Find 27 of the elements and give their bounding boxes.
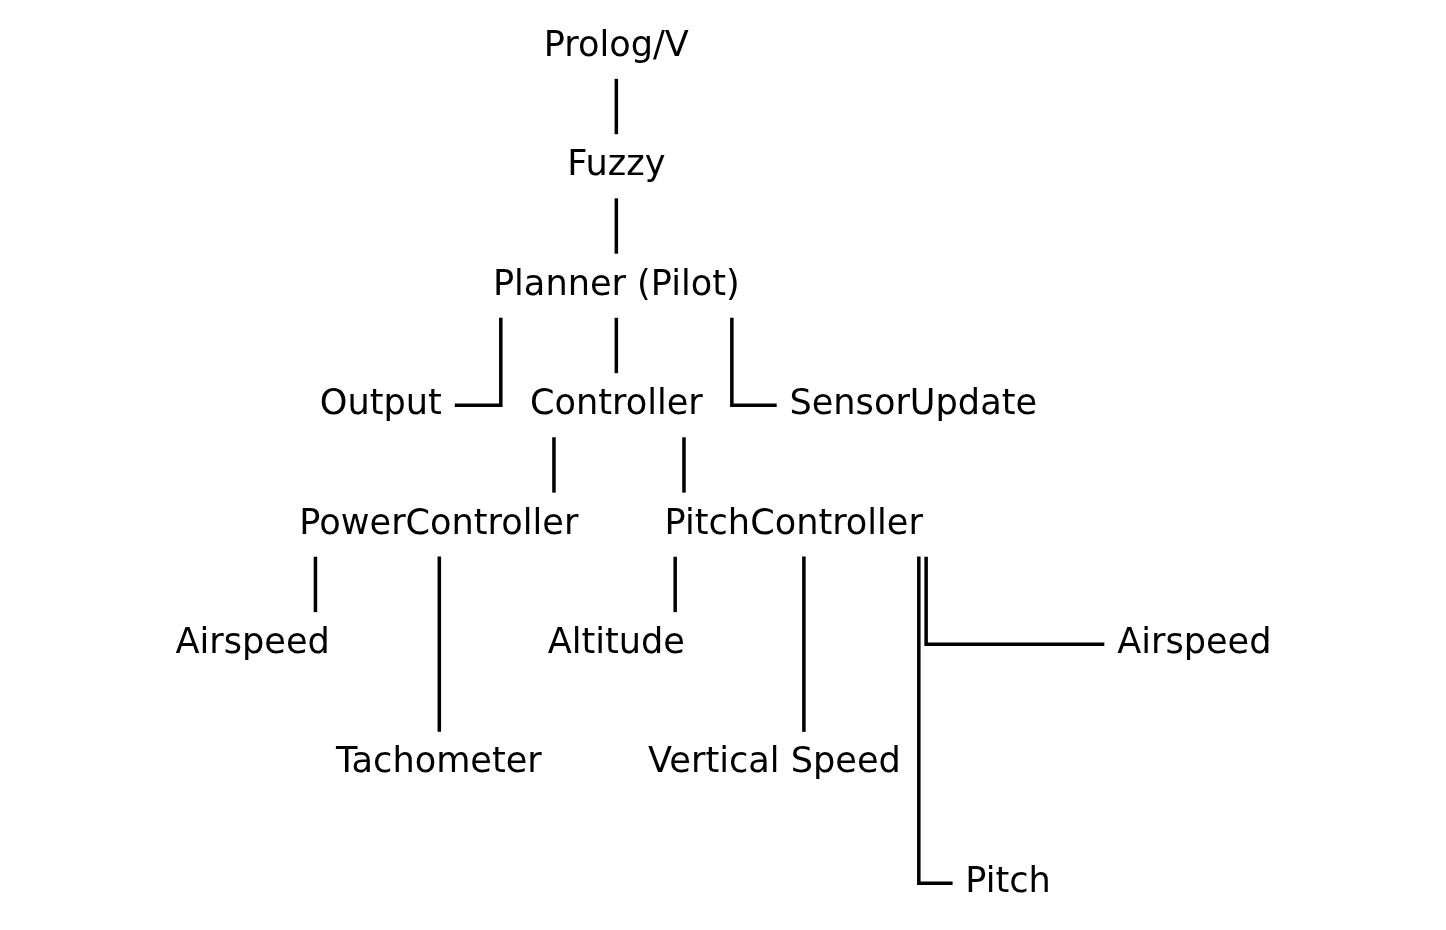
connector	[916, 556, 953, 885]
connector	[672, 556, 677, 613]
node-text: Airspeed	[1116, 620, 1272, 661]
node-text: Pitch	[964, 858, 1051, 900]
node-text: Tachometer	[335, 739, 542, 781]
node-text: Output	[319, 381, 442, 423]
connector	[454, 317, 503, 407]
connector	[614, 198, 618, 254]
connector	[729, 317, 777, 407]
node-text: Planner (Pilot)	[492, 261, 740, 303]
connector	[551, 437, 556, 493]
node-text: Fuzzy	[566, 142, 665, 184]
connector	[923, 556, 1104, 646]
node-text: SensorUpdate	[788, 381, 1037, 423]
node-text: Prolog/V	[543, 22, 689, 64]
connector	[313, 556, 317, 613]
connector	[437, 556, 441, 732]
connector	[614, 78, 618, 135]
connector	[681, 437, 686, 493]
node-text: Airspeed	[174, 620, 330, 661]
node-text: PitchController	[664, 500, 923, 542]
connector	[614, 317, 618, 374]
node-text: Controller	[529, 381, 703, 423]
node-text: Vertical Speed	[647, 739, 901, 781]
node-text: Altitude	[547, 620, 685, 661]
connector	[801, 556, 806, 732]
node-text: PowerController	[298, 500, 578, 542]
